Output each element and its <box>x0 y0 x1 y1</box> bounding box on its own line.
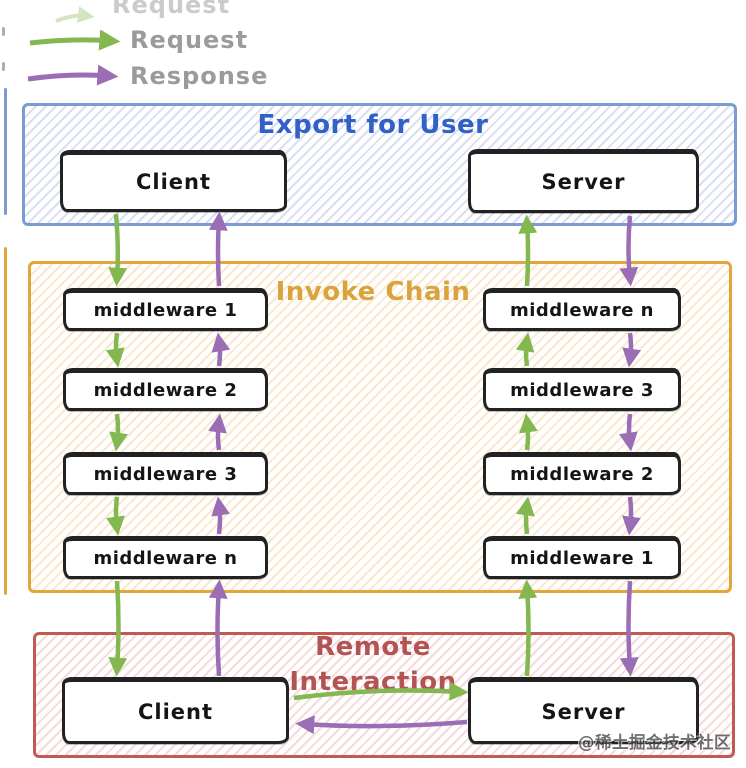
client-node-bottom: Client <box>62 677 289 744</box>
middleware-node-right-1: middleware 1 <box>483 536 681 579</box>
legend-request-arrow-icon <box>29 29 121 51</box>
client-node-top: Client <box>60 150 287 212</box>
legend-response-label: Response <box>130 62 269 90</box>
middleware-node-left-n: middleware n <box>63 536 268 579</box>
legend-request-label: Request <box>130 26 249 54</box>
middleware-node-left-3: middleware 3 <box>63 452 268 495</box>
server-node-bottom: Server <box>468 677 699 744</box>
legend-ghost-request-arrow-icon <box>55 6 95 23</box>
cropped-blue-border-line <box>4 88 7 215</box>
middleware-node-left-2: middleware 2 <box>63 368 268 411</box>
export-for-user-title: Export for User <box>257 110 489 140</box>
stray-mark <box>2 62 5 71</box>
invoke-chain-title: Invoke Chain <box>275 277 471 307</box>
watermark-text: @稀土掘金技术社区 <box>578 733 731 752</box>
middleware-node-right-n: middleware n <box>483 288 681 331</box>
legend-response-arrow-icon <box>27 64 119 86</box>
stray-mark <box>2 27 5 36</box>
middleware-node-right-3: middleware 3 <box>483 368 681 411</box>
remote-title-line1: Remote <box>315 632 431 662</box>
middleware-node-left-1: middleware 1 <box>63 288 268 331</box>
cropped-orange-border-line <box>4 247 7 595</box>
middleware-node-right-2: middleware 2 <box>483 452 681 495</box>
legend-ghost-request-label: Request <box>112 0 231 19</box>
server-node-top: Server <box>468 149 699 213</box>
